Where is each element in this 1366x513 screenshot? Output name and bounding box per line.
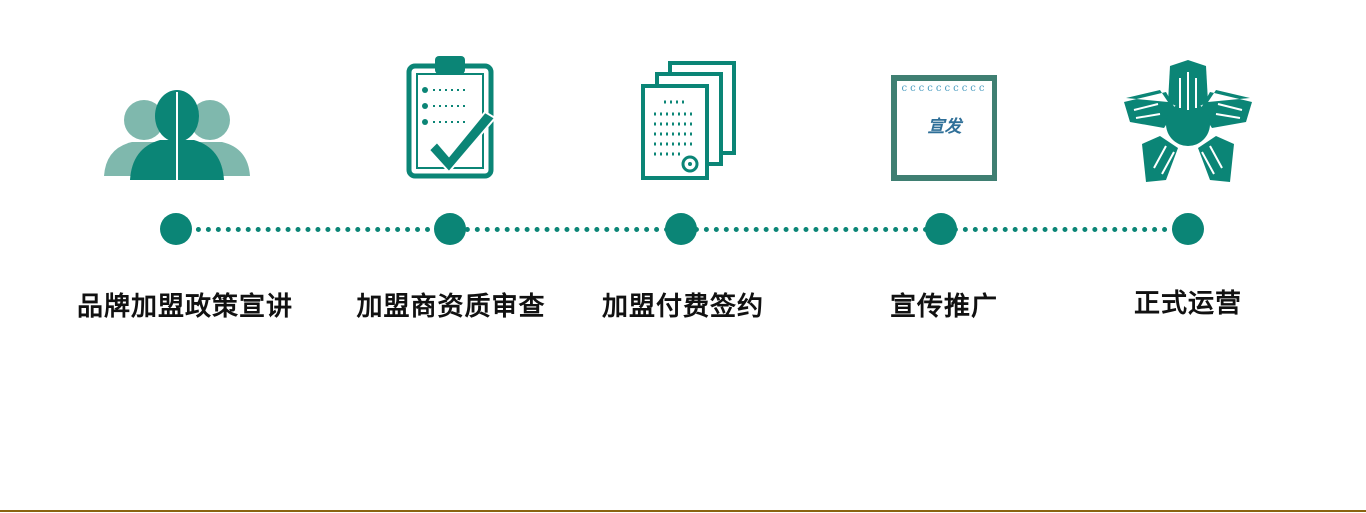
step-label-2: 加盟商资质审查: [356, 292, 546, 322]
step-marker-2: [434, 213, 466, 245]
step-marker-4: [925, 213, 957, 245]
step-marker-1: [160, 213, 192, 245]
notepad-text: 宣发: [927, 117, 962, 137]
spiral-binding: cccccccccc: [901, 83, 988, 94]
notepad-icon: cccccccccc 宣发: [891, 75, 997, 181]
step-marker-3: [665, 213, 697, 245]
step-label-4: 宣传推广: [889, 292, 999, 322]
bottom-rule: [0, 510, 1366, 512]
clipboard-check-icon: [406, 56, 497, 179]
step-label-1: 品牌加盟政策宣讲: [76, 292, 294, 322]
step-label-5: 正式运营: [1133, 289, 1243, 319]
step-marker-5: [1172, 213, 1204, 245]
step-label-3: 加盟付费签约: [601, 292, 765, 322]
people-icon: [104, 90, 250, 180]
hands-star-icon: [1124, 60, 1252, 182]
documents-icon: [641, 61, 736, 180]
